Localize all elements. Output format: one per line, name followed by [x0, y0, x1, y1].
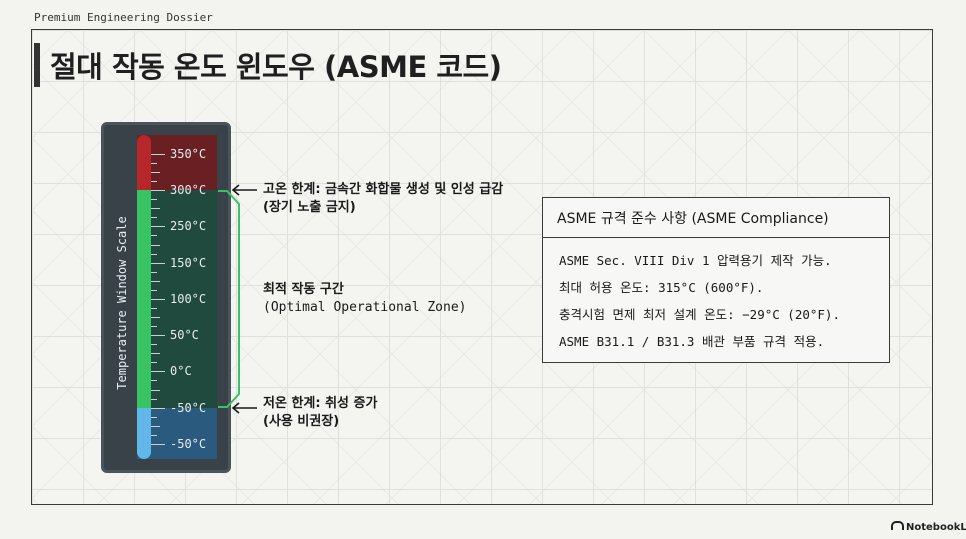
tick-major	[151, 408, 165, 409]
tick-major	[151, 371, 165, 372]
tick-minor	[151, 390, 160, 391]
high-limit-subtitle: (장기 노출 금지)	[263, 200, 356, 215]
tick-major	[151, 226, 165, 227]
tick-minor	[151, 308, 157, 309]
tick-major	[151, 299, 165, 300]
tick-minor	[151, 281, 160, 282]
header-label: Premium Engineering Dossier	[34, 11, 213, 24]
scale-title: Temperature Window Scale	[115, 216, 129, 390]
page-title: 절대 작동 온도 윈도우 (ASME 코드)	[50, 50, 502, 84]
tick-major	[151, 335, 165, 336]
tick-minor	[151, 254, 157, 255]
tube-optimal-segment	[137, 190, 151, 408]
compliance-item: ASME B31.1 / B31.3 배관 부품 규격 적용.	[559, 334, 825, 349]
tick-minor	[151, 380, 157, 381]
tick-label: -50°C	[170, 401, 207, 415]
low-limit-annotation: 저온 한계: 취성 증가 (사용 비권장)	[263, 395, 377, 431]
low-limit-title: 저온 한계: 취성 증가	[263, 396, 378, 411]
tube-high-segment	[137, 135, 151, 190]
tick-label: 100°C	[170, 292, 207, 306]
tick-minor	[151, 245, 160, 246]
tick-minor	[151, 272, 157, 273]
tick-minor	[151, 217, 157, 218]
tick-label: 300°C	[170, 183, 207, 197]
tick-minor	[151, 199, 157, 200]
tick-minor	[151, 362, 157, 363]
high-limit-title: 고온 한계: 금속간 화합물 생성 및 인성 급감	[263, 182, 504, 197]
logo-text: NotebookLM	[906, 522, 966, 533]
tick-label: 350°C	[170, 147, 207, 161]
optimal-zone-title: 최적 작동 구간	[263, 282, 344, 297]
low-limit-arrow-icon	[231, 402, 257, 414]
tick-minor	[151, 317, 160, 318]
tick-minor	[151, 235, 157, 236]
compliance-header: ASME 규격 준수 사항 (ASME Compliance)	[543, 198, 889, 238]
tick-major	[151, 444, 165, 445]
tick-minor	[151, 163, 157, 164]
tick-label: 150°C	[170, 256, 207, 270]
title-accent-bar	[34, 43, 40, 87]
tick-label: -50°C	[170, 437, 207, 451]
tick-minor	[151, 208, 160, 209]
optimal-zone-bracket	[218, 190, 240, 408]
tick-minor	[151, 426, 160, 427]
tick-major	[151, 190, 165, 191]
tick-minor	[151, 417, 157, 418]
high-limit-annotation: 고온 한계: 금속간 화합물 생성 및 인성 급감 (장기 노출 금지)	[263, 181, 503, 217]
compliance-item: 충격시험 면제 최저 설계 온도: −29°C (20°F).	[559, 307, 840, 322]
tick-minor	[151, 353, 160, 354]
tick-minor	[151, 181, 157, 182]
notebooklm-logo: NotebookLM	[891, 521, 966, 533]
optimal-zone-annotation: 최적 작동 구간 (Optimal Operational Zone)	[263, 281, 467, 317]
tick-minor	[151, 435, 157, 436]
tick-minor	[151, 172, 160, 173]
tube-low-segment	[137, 408, 151, 459]
high-limit-arrow-icon	[231, 184, 257, 196]
tick-major	[151, 263, 165, 264]
tick-label: 50°C	[170, 328, 199, 342]
tick-minor	[151, 399, 157, 400]
optimal-zone-subtitle: (Optimal Operational Zone)	[263, 300, 467, 315]
notebooklm-logo-icon	[891, 521, 904, 530]
low-limit-subtitle: (사용 비권장)	[263, 414, 340, 429]
tick-minor	[151, 290, 157, 291]
tick-major	[151, 154, 165, 155]
tick-minor	[151, 344, 157, 345]
compliance-item: ASME Sec. VIII Div 1 압력용기 제작 가능.	[559, 253, 832, 268]
compliance-item: 최대 허용 온도: 315°C (600°F).	[559, 280, 764, 295]
tick-minor	[151, 326, 157, 327]
compliance-box: ASME 규격 준수 사항 (ASME Compliance) ASME Sec…	[542, 197, 890, 363]
tick-label: 250°C	[170, 219, 207, 233]
tick-label: 0°C	[170, 364, 192, 378]
